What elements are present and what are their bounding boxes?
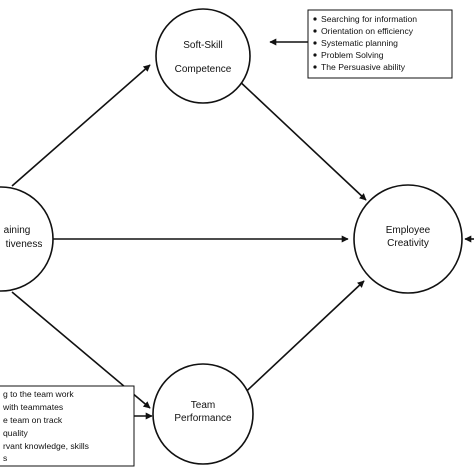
soft-skill-indicator-item: Problem Solving (321, 50, 384, 60)
team-indicator-item: with teammates (2, 402, 63, 412)
team-indicator-item: s (3, 453, 7, 463)
team-indicator-box: g to the team work with teammates e team… (0, 385, 135, 467)
soft-skill-indicator-item: Searching for information (321, 14, 417, 24)
team-label-line1: Team (191, 400, 215, 411)
team-label-line2: Performance (174, 413, 232, 424)
creativity-label-line1: Employee (386, 225, 431, 236)
bullet-icon (313, 29, 317, 33)
node-training-effectiveness: aining tiveness (0, 186, 54, 292)
soft-skill-indicator-item: The Persuasive ability (321, 62, 406, 72)
arrow-training-to-soft-skill (11, 64, 151, 187)
bullet-icon (313, 17, 317, 21)
bullet-icon (313, 41, 317, 45)
bullet-icon (313, 53, 317, 57)
soft-skill-label-line1: Soft-Skill (183, 40, 222, 51)
arrow-soft-skill-to-creativity (235, 77, 367, 201)
node-team-performance: Team Performance (152, 363, 254, 465)
training-label-line1: aining (4, 225, 31, 236)
training-label-line2: tiveness (6, 239, 43, 250)
node-soft-skill-competence: Soft-Skill Competence (155, 8, 251, 104)
team-indicator-item: quality (3, 428, 29, 438)
team-indicator-item: rvant knowledge, skills (3, 441, 89, 451)
soft-skill-label-line2: Competence (175, 64, 232, 75)
team-indicator-item: g to the team work (3, 389, 74, 399)
soft-skill-indicator-item: Systematic planning (321, 38, 398, 48)
creativity-label-line2: Creativity (387, 238, 429, 249)
soft-skill-indicator-item: Orientation on efficiency (321, 26, 414, 36)
soft-skill-indicator-box: Searching for information Orientation on… (307, 9, 453, 79)
node-employee-creativity: Employee Creativity (353, 184, 463, 294)
bullet-icon (313, 65, 317, 69)
team-indicator-item: e team on track (3, 415, 63, 425)
arrow-team-to-creativity (235, 280, 365, 402)
